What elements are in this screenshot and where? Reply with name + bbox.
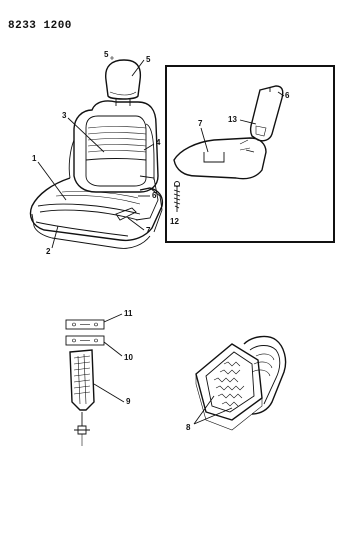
lower-left-parts: 11 10 9 [65, 309, 133, 446]
callout-1: 1 [32, 154, 37, 163]
plate-11 [65, 319, 105, 330]
seat-back [73, 100, 159, 193]
screw [173, 185, 181, 212]
callout-10: 10 [124, 353, 133, 362]
detail-callout-7: 7 [198, 119, 203, 128]
cushion-frame [195, 343, 263, 421]
callout-9: 9 [126, 397, 131, 406]
plate-10 [65, 335, 105, 346]
callout-8: 8 [186, 423, 191, 432]
callout-4: 4 [156, 138, 161, 147]
callout-6: 6 [152, 191, 157, 200]
insert-9 [69, 349, 95, 411]
callout-5-headrest: 5 [104, 50, 109, 59]
detail-callout-6: 6 [285, 91, 290, 100]
seat-callouts: 5 5 3 4 1 6 2 7 [32, 50, 161, 256]
side-shield [135, 175, 159, 221]
side-trim-panel [173, 137, 267, 180]
detail-callout-12: 12 [170, 217, 179, 226]
detail-callout-13: 13 [228, 115, 237, 124]
callout-2: 2 [46, 247, 51, 256]
shield-part [249, 85, 284, 142]
detail-box: 6 13 7 12 [165, 65, 335, 243]
callout-5: 5 [146, 55, 151, 64]
callout-7: 7 [146, 226, 151, 235]
callout-11: 11 [124, 309, 133, 318]
seat-back-insert [85, 115, 147, 187]
seat-cushion [29, 177, 164, 242]
headrest [105, 59, 142, 100]
adjuster-lever [115, 207, 137, 221]
callout-3: 3 [62, 111, 67, 120]
diagram-code: 8233 1200 [8, 20, 72, 32]
seat-frame: 8 [186, 335, 287, 432]
seat-assembly [29, 59, 164, 249]
